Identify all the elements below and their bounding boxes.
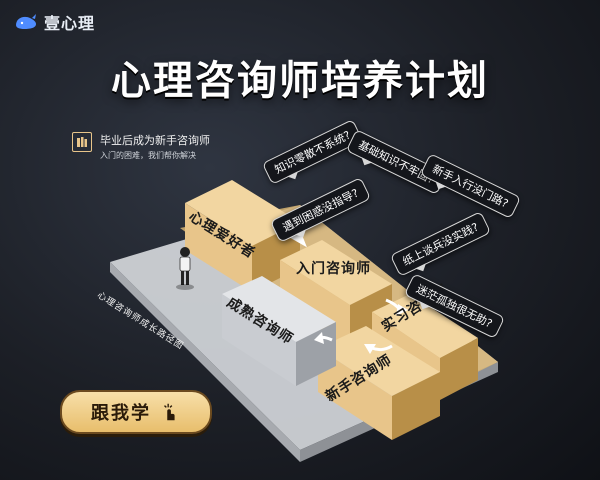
box-enthusiast-top — [185, 180, 300, 246]
book-icon — [72, 132, 92, 152]
arrow-3-head — [364, 344, 376, 354]
box-mature-left — [222, 294, 296, 386]
follow-me-button[interactable]: 跟我学 — [60, 390, 212, 434]
arrow-3 — [371, 344, 393, 352]
brand: 壹心理 — [14, 10, 95, 34]
page-title: 心理咨询师培养计划 — [111, 58, 489, 104]
intro-subheading: 入门的困难，我们帮你解决 — [100, 151, 196, 160]
box-mature-top — [222, 276, 336, 342]
whale-icon — [16, 14, 36, 29]
stage-label-beginner: 入门咨询师 — [296, 261, 371, 277]
ground-edge-left — [110, 262, 300, 462]
box-novice-left — [318, 348, 392, 440]
box-novice-top — [318, 326, 440, 396]
box-beginner-top — [280, 240, 392, 305]
follow-me-label: 跟我学 — [91, 403, 151, 424]
box-enthusiast-right — [252, 222, 300, 292]
intro-heading: 毕业后成为新手咨询师 — [100, 134, 210, 147]
arrow-4-head — [314, 332, 324, 344]
arrow-2-head — [396, 304, 408, 316]
box-novice-right — [392, 372, 440, 440]
box-enthusiast-left — [185, 203, 252, 292]
hand-pointer-icon — [164, 403, 175, 421]
box-intern-right — [440, 338, 478, 400]
person-figure — [176, 247, 194, 290]
intro-block: 毕业后成为新手咨询师 入门的困难，我们帮你解决 — [72, 132, 210, 161]
brand-name: 壹心理 — [44, 14, 96, 33]
